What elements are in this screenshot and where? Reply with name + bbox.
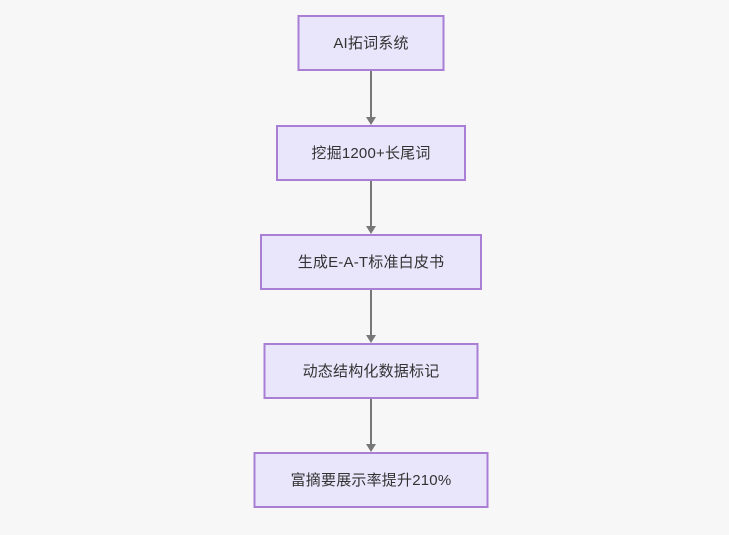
edge-n4-n5 bbox=[370, 399, 372, 444]
flow-node-ai-keyword-system[interactable]: AI拓词系统 bbox=[297, 15, 445, 71]
edge-n2-n3 bbox=[370, 181, 372, 226]
flow-node-rich-snippet-impression-uplift[interactable]: 富摘要展示率提升210% bbox=[253, 452, 489, 508]
flow-node-label: 动态结构化数据标记 bbox=[302, 362, 440, 380]
edge-n1-n2-arrowhead bbox=[366, 117, 376, 125]
flow-node-mine-longtail-keywords[interactable]: 挖掘1200+长尾词 bbox=[276, 125, 466, 181]
flow-node-label: 挖掘1200+长尾词 bbox=[311, 144, 431, 162]
edge-n1-n2 bbox=[370, 71, 372, 117]
edge-n2-n3-arrowhead bbox=[366, 226, 376, 234]
flow-node-label: 富摘要展示率提升210% bbox=[290, 471, 452, 489]
flow-node-dynamic-structured-data-markup[interactable]: 动态结构化数据标记 bbox=[263, 343, 479, 399]
flow-node-label: 生成E-A-T标准白皮书 bbox=[297, 253, 445, 271]
edge-n3-n4-arrowhead bbox=[366, 335, 376, 343]
edge-n4-n5-arrowhead bbox=[366, 444, 376, 452]
flow-node-label: AI拓词系统 bbox=[333, 34, 409, 52]
edge-n3-n4 bbox=[370, 290, 372, 335]
flow-node-generate-eat-whitepaper[interactable]: 生成E-A-T标准白皮书 bbox=[260, 234, 482, 290]
